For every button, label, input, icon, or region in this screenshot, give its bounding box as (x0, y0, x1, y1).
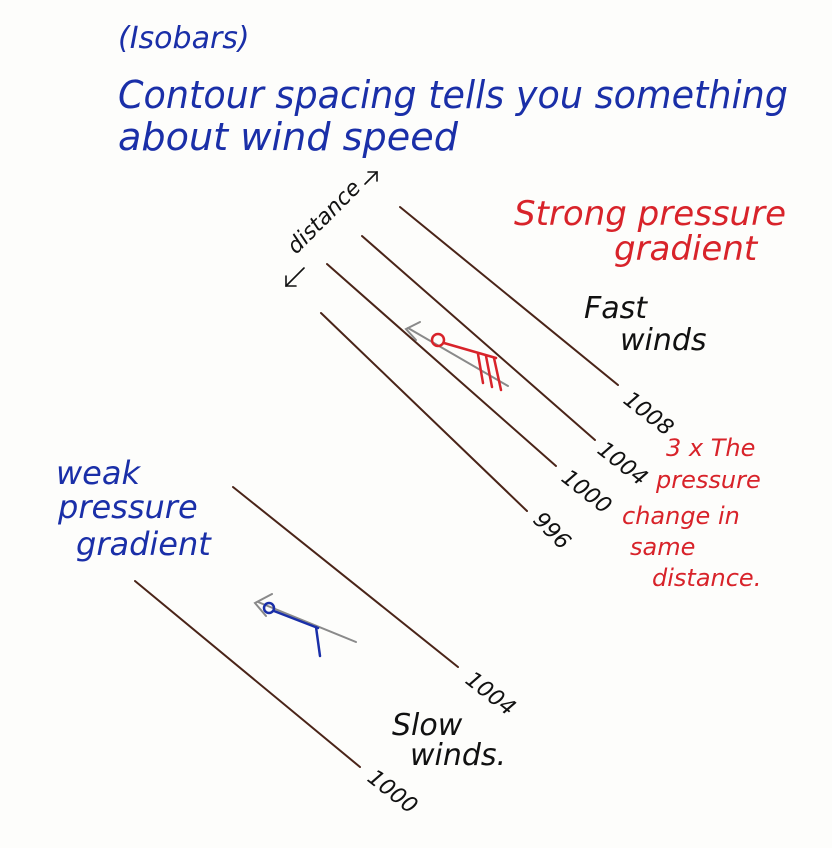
weak-gradient-line-1: weak (56, 454, 141, 492)
pressure-note-line-3: change in (622, 502, 740, 530)
fast-wind-arrow (404, 321, 509, 387)
isobar-line-1000-strong (326, 263, 557, 467)
isobar-line-1004-strong (361, 235, 596, 441)
slow-wind-barb (262, 601, 322, 658)
isobar-label-1000-strong: 1000 (556, 465, 616, 519)
isobar-line-1004-weak (232, 486, 459, 668)
slow-winds-line-1: Slow (392, 708, 463, 743)
isobar-label-1004-strong: 1004 (592, 437, 652, 491)
title-line-1: Contour spacing tells you something (118, 73, 788, 117)
isobar-line-996 (320, 312, 528, 512)
weak-gradient-line-2: pressure (57, 488, 198, 526)
title-line-2: about wind speed (118, 115, 459, 159)
subtitle-isobars: (Isobars) (118, 21, 250, 56)
pressure-note-line-2: pressure (655, 466, 761, 494)
isobar-label-1000-weak: 1000 (362, 765, 422, 819)
weak-gradient-line-3: gradient (76, 525, 212, 563)
isobar-label-996: 996 (528, 508, 575, 555)
fast-wind-barb (430, 332, 503, 392)
strong-gradient-line-1: Strong pressure (514, 194, 786, 234)
slow-wind-arrow (253, 593, 357, 643)
distance-arrow (285, 171, 378, 287)
pressure-note-line-5: distance. (652, 564, 761, 592)
fast-winds-line-1: Fast (584, 291, 648, 326)
strong-gradient-line-2: gradient (614, 229, 759, 269)
pressure-note-line-4: same (630, 533, 695, 561)
slow-winds-line-2: winds. (410, 738, 506, 773)
pressure-note-line-1: 3 x The (666, 434, 755, 462)
isobar-line-1000-weak (134, 580, 361, 768)
isobar-line-1008 (399, 206, 619, 386)
isobar-label-1004-weak: 1004 (460, 667, 520, 721)
distance-label: distance (283, 176, 367, 260)
fast-winds-line-2: winds (620, 323, 707, 358)
